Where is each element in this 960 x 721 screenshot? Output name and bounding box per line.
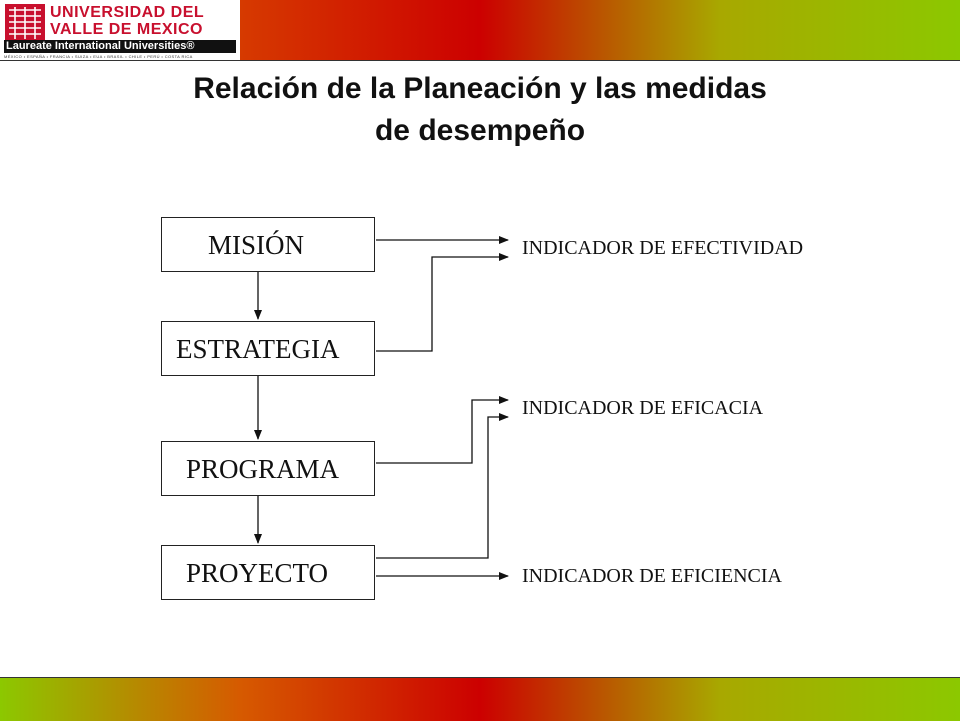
node-estrategia-label: ESTRATEGIA [176, 334, 340, 364]
node-mision-label: MISIÓN [208, 230, 305, 260]
edge-programa-eficacia [376, 396, 509, 464]
logo-countries: MÉXICO • ESPAÑA • FRANCIA • SUIZA • EUA … [4, 54, 193, 59]
node-mision: MISIÓN [161, 217, 375, 272]
node-proyecto: PROYECTO [161, 545, 375, 600]
node-proyecto-label: PROYECTO [186, 558, 329, 588]
node-estrategia: ESTRATEGIA [161, 321, 375, 376]
logo-tagline: Laureate International Universities® [4, 40, 236, 53]
logo-text-line1: UNIVERSIDAD DEL [50, 4, 205, 21]
node-programa-label: PROGRAMA [186, 454, 340, 484]
university-logo: UNIVERSIDAD DEL VALLE DE MEXICO Laureate… [0, 0, 240, 60]
edge-estrategia-efectividad [376, 253, 509, 352]
indicator-eficacia: INDICADOR DE EFICACIA [522, 397, 764, 419]
slide-title: Relación de la Planeación y las medidas … [80, 68, 880, 152]
logo-text-line2: VALLE DE MEXICO [50, 21, 203, 38]
slide-title-line2: de desempeño [374, 114, 586, 147]
edge-proyecto-eficacia [376, 413, 509, 559]
node-programa: PROGRAMA [161, 441, 375, 496]
slide-title-line1: Relación de la Planeación y las medidas [193, 72, 767, 105]
university-seal-icon [5, 4, 45, 42]
bottom-gradient-bar [0, 677, 960, 721]
indicator-eficiencia: INDICADOR DE EFICIENCIA [522, 565, 782, 587]
indicator-efectividad: INDICADOR DE EFECTIVIDAD [522, 237, 804, 259]
